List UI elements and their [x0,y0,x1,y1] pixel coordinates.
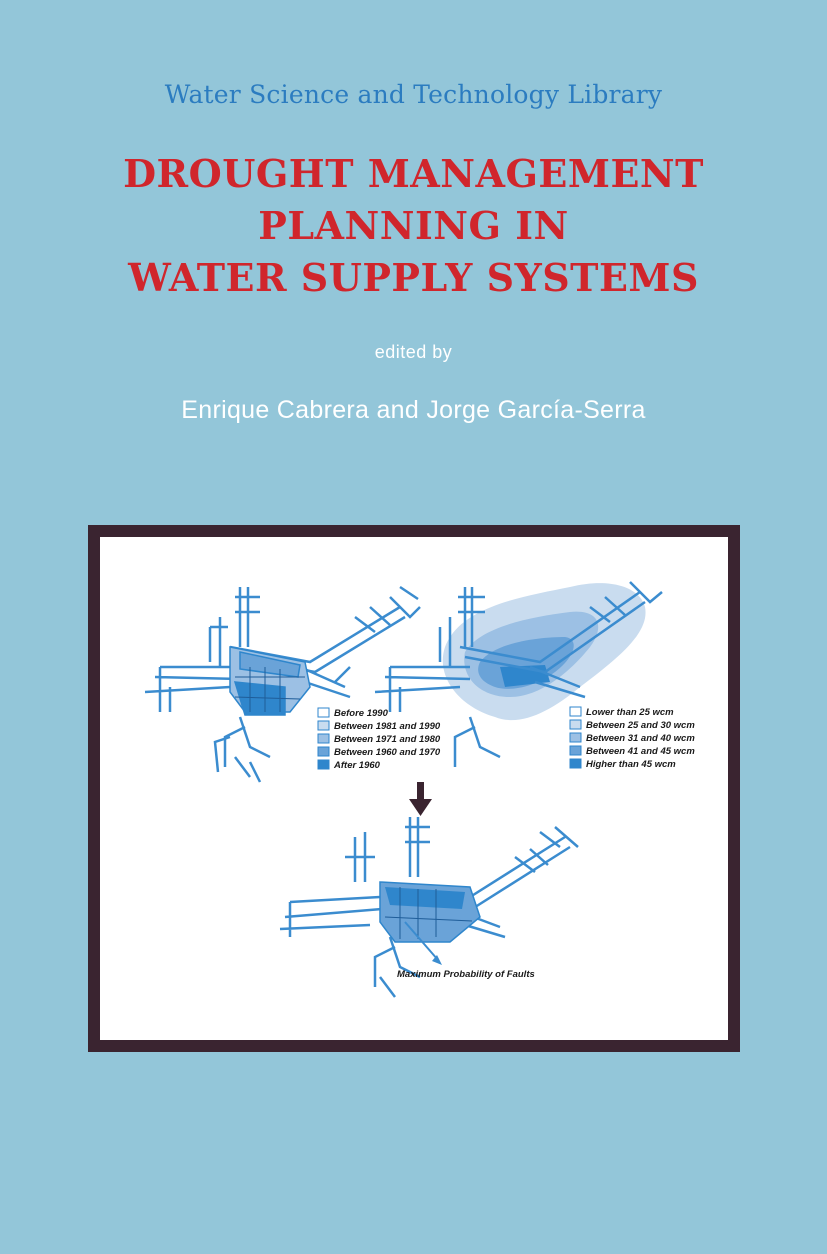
title-line-2: PLANNING IN [258,203,569,248]
series-name: Water Science and Technology Library [164,80,663,109]
legend-age-4: After 1960 [333,760,381,771]
legend-pressure-2: Between 31 and 40 wcm [586,733,695,744]
book-title: DROUGHT MANAGEMENT PLANNING IN WATER SUP… [0,148,827,304]
legend-p-swatch-3 [569,745,582,756]
legend-pipe-age: Before 1990 Between 1981 and 1990 Betwee… [317,707,441,771]
map-pipe-age-zones [229,646,311,716]
cover-illustration: Before 1990 Between 1981 and 1990 Betwee… [100,537,728,1040]
maps-figure: Before 1990 Between 1981 and 1990 Betwee… [144,581,695,998]
title-line-3: WATER SUPPLY SYSTEMS [128,255,699,300]
title-line-1: DROUGHT MANAGEMENT [123,151,704,196]
edited-by-label: edited by [374,342,453,362]
cover-illustration-frame: Before 1990 Between 1981 and 1990 Betwee… [88,525,740,1052]
legend-swatch-1 [317,720,330,731]
map-pipe-age [144,585,421,783]
legend-p-swatch-4 [569,758,582,769]
legend-age-1: Between 1981 and 1990 [334,721,441,732]
map-pressure [374,581,663,767]
legend-pressure-1: Between 25 and 30 wcm [586,720,695,731]
legend-age-3: Between 1960 and 1970 [334,747,441,758]
legend-swatch-0 [317,707,330,718]
editors-names: Enrique Cabrera and Jorge García-Serra [181,396,646,424]
fault-label: Maximum Probability of Faults [397,969,535,980]
legend-swatch-4 [317,759,330,770]
legend-age-2: Between 1971 and 1980 [334,734,441,745]
legend-p-swatch-0 [569,706,582,717]
legend-pressure-0: Lower than 25 wcm [586,707,674,718]
legend-swatch-2 [317,733,330,744]
legend-pressure-4: Higher than 45 wcm [586,759,676,770]
legend-pressure: Lower than 25 wcm Between 25 and 30 wcm … [569,706,695,770]
down-arrow-icon [409,782,432,816]
legend-swatch-3 [317,746,330,757]
legend-pressure-3: Between 41 and 45 wcm [586,746,695,757]
map-faults: Maximum Probability of Faults [279,817,579,998]
legend-age-0: Before 1990 [334,708,389,719]
legend-p-swatch-1 [569,719,582,730]
legend-p-swatch-2 [569,732,582,743]
